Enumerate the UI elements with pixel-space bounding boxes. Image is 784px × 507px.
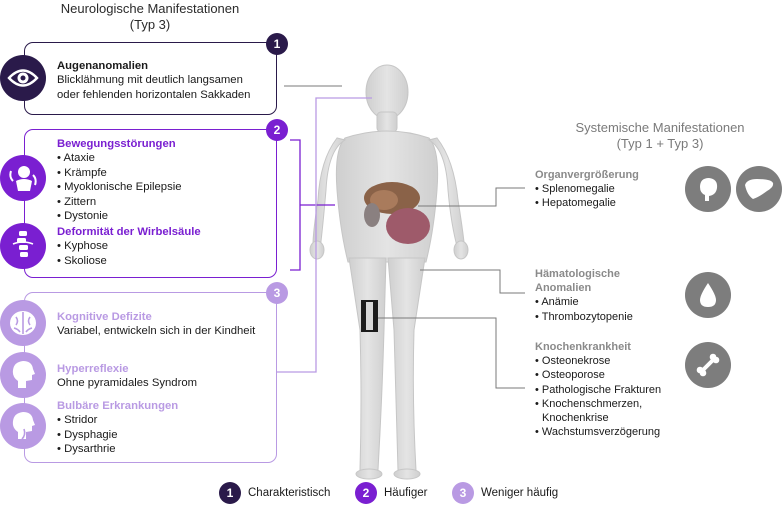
connector-blood	[420, 269, 525, 294]
eye-icon	[0, 55, 46, 101]
section-bulbar: Bulbäre Erkrankungen Stridor Dysphagie D…	[57, 399, 272, 457]
section-movement: Bewegungsstörungen Ataxie Krämpfe Myoklo…	[57, 137, 272, 223]
head-throat-icon	[0, 403, 46, 449]
systemic-bone: Knochenkrankheit Osteonekrose Osteoporos…	[535, 340, 695, 439]
level-badge-1: 1	[266, 33, 288, 55]
legend-badge-3: 3	[452, 482, 474, 504]
connector-box3	[277, 97, 372, 373]
legend-item-3: 3 Weniger häufig	[452, 482, 558, 504]
xray-leg-graphic	[361, 300, 378, 332]
systemic-blood: Hämatologische Anomalien Anämie Thromboz…	[535, 267, 685, 324]
level-badge-3: 3	[266, 282, 288, 304]
box-level-2	[24, 129, 277, 278]
liver-icon	[736, 166, 782, 212]
legend-badge-2: 2	[355, 482, 377, 504]
blood-drop-icon	[685, 272, 731, 318]
bone-icon	[685, 342, 731, 388]
brain-icon	[0, 300, 46, 346]
spine-icon	[0, 223, 46, 269]
section-cognitive: Kognitive Defizite Variabel, entwickeln …	[57, 311, 256, 338]
connector-box2	[290, 139, 301, 271]
level-badge-2: 2	[266, 119, 288, 141]
legend-item-1: 1 Charakteristisch	[219, 482, 330, 504]
systemic-organ: Organvergrößerung Splenomegalie Hepatome…	[535, 168, 685, 211]
systemic-header: Systemische Manifestationen (Typ 1 + Typ…	[575, 120, 745, 151]
movement-icon	[0, 155, 46, 201]
spleen-icon	[685, 166, 731, 212]
section-eye: Augenanomalien Blicklähmung mit deutlich…	[57, 60, 251, 101]
legend-item-2: 2 Häufiger	[355, 482, 427, 504]
section-hyperreflexia: Hyperreflexie Ohne pyramidales Syndrom	[57, 363, 198, 390]
connector-organs	[418, 187, 525, 207]
neuro-header: Neurologische Manifestationen (Typ 3)	[60, 1, 240, 32]
organs-graphic	[364, 182, 430, 244]
legend-badge-1: 1	[219, 482, 241, 504]
human-body-figure	[309, 64, 469, 480]
connector-bone	[378, 317, 525, 389]
section-spine: Deformität der Wirbelsäule Kyphose Skoli…	[57, 225, 272, 268]
head-reflex-icon	[0, 352, 46, 398]
